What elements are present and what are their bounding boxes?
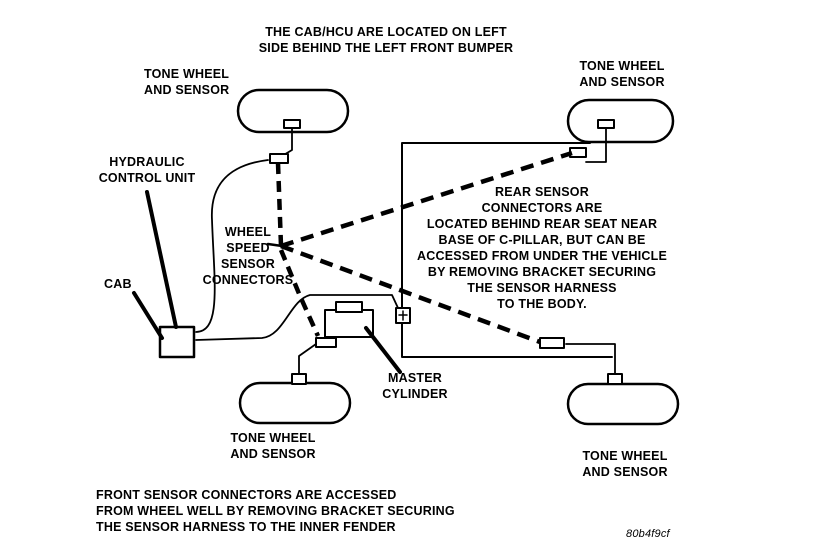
note-line: BASE OF C-PILLAR, BUT CAN BE — [438, 233, 646, 247]
master-cylinder-label: MASTER CYLINDER — [370, 370, 460, 402]
label-line: SPEED — [226, 241, 270, 255]
note-line: BY REMOVING BRACKET SECURING — [427, 265, 657, 279]
tone-wheel-rear-left-label: TONE WHEEL AND SENSOR — [218, 430, 328, 462]
label-line: CYLINDER — [382, 387, 448, 401]
note-line: THE SENSOR HARNESS — [467, 281, 617, 295]
front-sensor-note: FRONT SENSOR CONNECTORS ARE ACCESSED FRO… — [96, 487, 455, 535]
label-line: TONE WHEEL — [579, 59, 665, 73]
note-line: TO THE BODY. — [497, 297, 587, 311]
label-line: SENSOR — [221, 257, 275, 271]
rear-right-tire — [566, 382, 680, 426]
rear-right-sensor-wire — [565, 343, 616, 375]
note-line: FRONT SENSOR CONNECTORS ARE ACCESSED — [96, 488, 397, 502]
front-left-sensor — [283, 119, 301, 129]
label-line: WHEEL — [224, 225, 272, 239]
hcu-leader — [145, 190, 178, 329]
cab-module — [158, 325, 196, 359]
rear-left-sensor — [291, 373, 307, 385]
note-line: LOCATED BEHIND REAR SEAT NEAR — [426, 217, 658, 231]
front-right-sensor-wire — [585, 127, 607, 163]
label-line: TONE WHEEL — [582, 449, 668, 463]
rear-left-sensor-wire — [298, 343, 317, 375]
master-cylinder-body — [324, 309, 374, 338]
rear-sensor-note: REAR SENSOR CONNECTORS ARE LOCATED BEHIN… — [404, 184, 680, 312]
harness-rear-right — [280, 243, 541, 345]
note-line: REAR SENSOR — [495, 185, 589, 199]
hcu-label: HYDRAULIC CONTROL UNIT — [88, 154, 206, 186]
top-note-line-1: THE CAB/HCU ARE LOCATED ON LEFT — [265, 25, 507, 39]
cab-label: CAB — [104, 276, 132, 292]
label-line: HYDRAULIC — [109, 155, 185, 169]
label-line: AND SENSOR — [230, 447, 316, 461]
wheel-speed-leader — [266, 242, 284, 248]
harness-rear-left — [278, 249, 321, 337]
harness-front-right — [280, 150, 573, 249]
label-line: CONTROL UNIT — [98, 171, 196, 185]
front-right-connector — [569, 147, 587, 158]
cab-rear-wire — [195, 294, 399, 341]
tone-wheel-front-left-label: TONE WHEEL AND SENSOR — [144, 66, 229, 98]
cab-leader — [132, 291, 164, 340]
cab-label-text: CAB — [104, 277, 132, 291]
front-left-tire — [236, 88, 350, 134]
top-note: THE CAB/HCU ARE LOCATED ON LEFT SIDE BEH… — [236, 24, 536, 56]
rear-right-sensor — [607, 373, 623, 385]
cab-front-wire — [195, 159, 269, 333]
top-note-line-2: SIDE BEHIND THE LEFT FRONT BUMPER — [258, 41, 514, 55]
vehicle-body-outline — [401, 142, 613, 358]
label-line: AND SENSOR — [582, 465, 668, 479]
note-line: FROM WHEEL WELL BY REMOVING BRACKET SECU… — [96, 504, 455, 518]
tone-wheel-front-right-label: TONE WHEEL AND SENSOR — [572, 58, 672, 90]
front-left-connector — [269, 153, 289, 164]
figure-code: 80b4f9cf — [626, 526, 670, 542]
front-right-tire — [566, 98, 675, 144]
rear-right-connector — [539, 337, 565, 349]
label-line: AND SENSOR — [144, 83, 230, 97]
tone-wheel-rear-right-label: TONE WHEEL AND SENSOR — [570, 448, 680, 480]
label-line: MASTER — [388, 371, 442, 385]
rear-left-tire — [238, 381, 352, 425]
label-line: TONE WHEEL — [144, 67, 230, 81]
figure-code-text: 80b4f9cf — [626, 528, 670, 540]
note-line: ACCESSED FROM UNDER THE VEHICLE — [417, 249, 667, 263]
master-cylinder-cap — [335, 301, 363, 313]
wheel-speed-connectors-label: WHEEL SPEED SENSOR CONNECTORS — [188, 224, 308, 288]
harness-front-left — [275, 162, 284, 247]
label-line: TONE WHEEL — [230, 431, 316, 445]
note-line: THE SENSOR HARNESS TO THE INNER FENDER — [96, 520, 396, 534]
master-cylinder-leader — [364, 326, 402, 374]
rear-left-connector — [315, 337, 337, 348]
label-line: CONNECTORS — [202, 273, 294, 287]
front-right-sensor — [597, 119, 615, 129]
note-line: CONNECTORS ARE — [481, 201, 603, 215]
label-line: AND SENSOR — [579, 75, 665, 89]
